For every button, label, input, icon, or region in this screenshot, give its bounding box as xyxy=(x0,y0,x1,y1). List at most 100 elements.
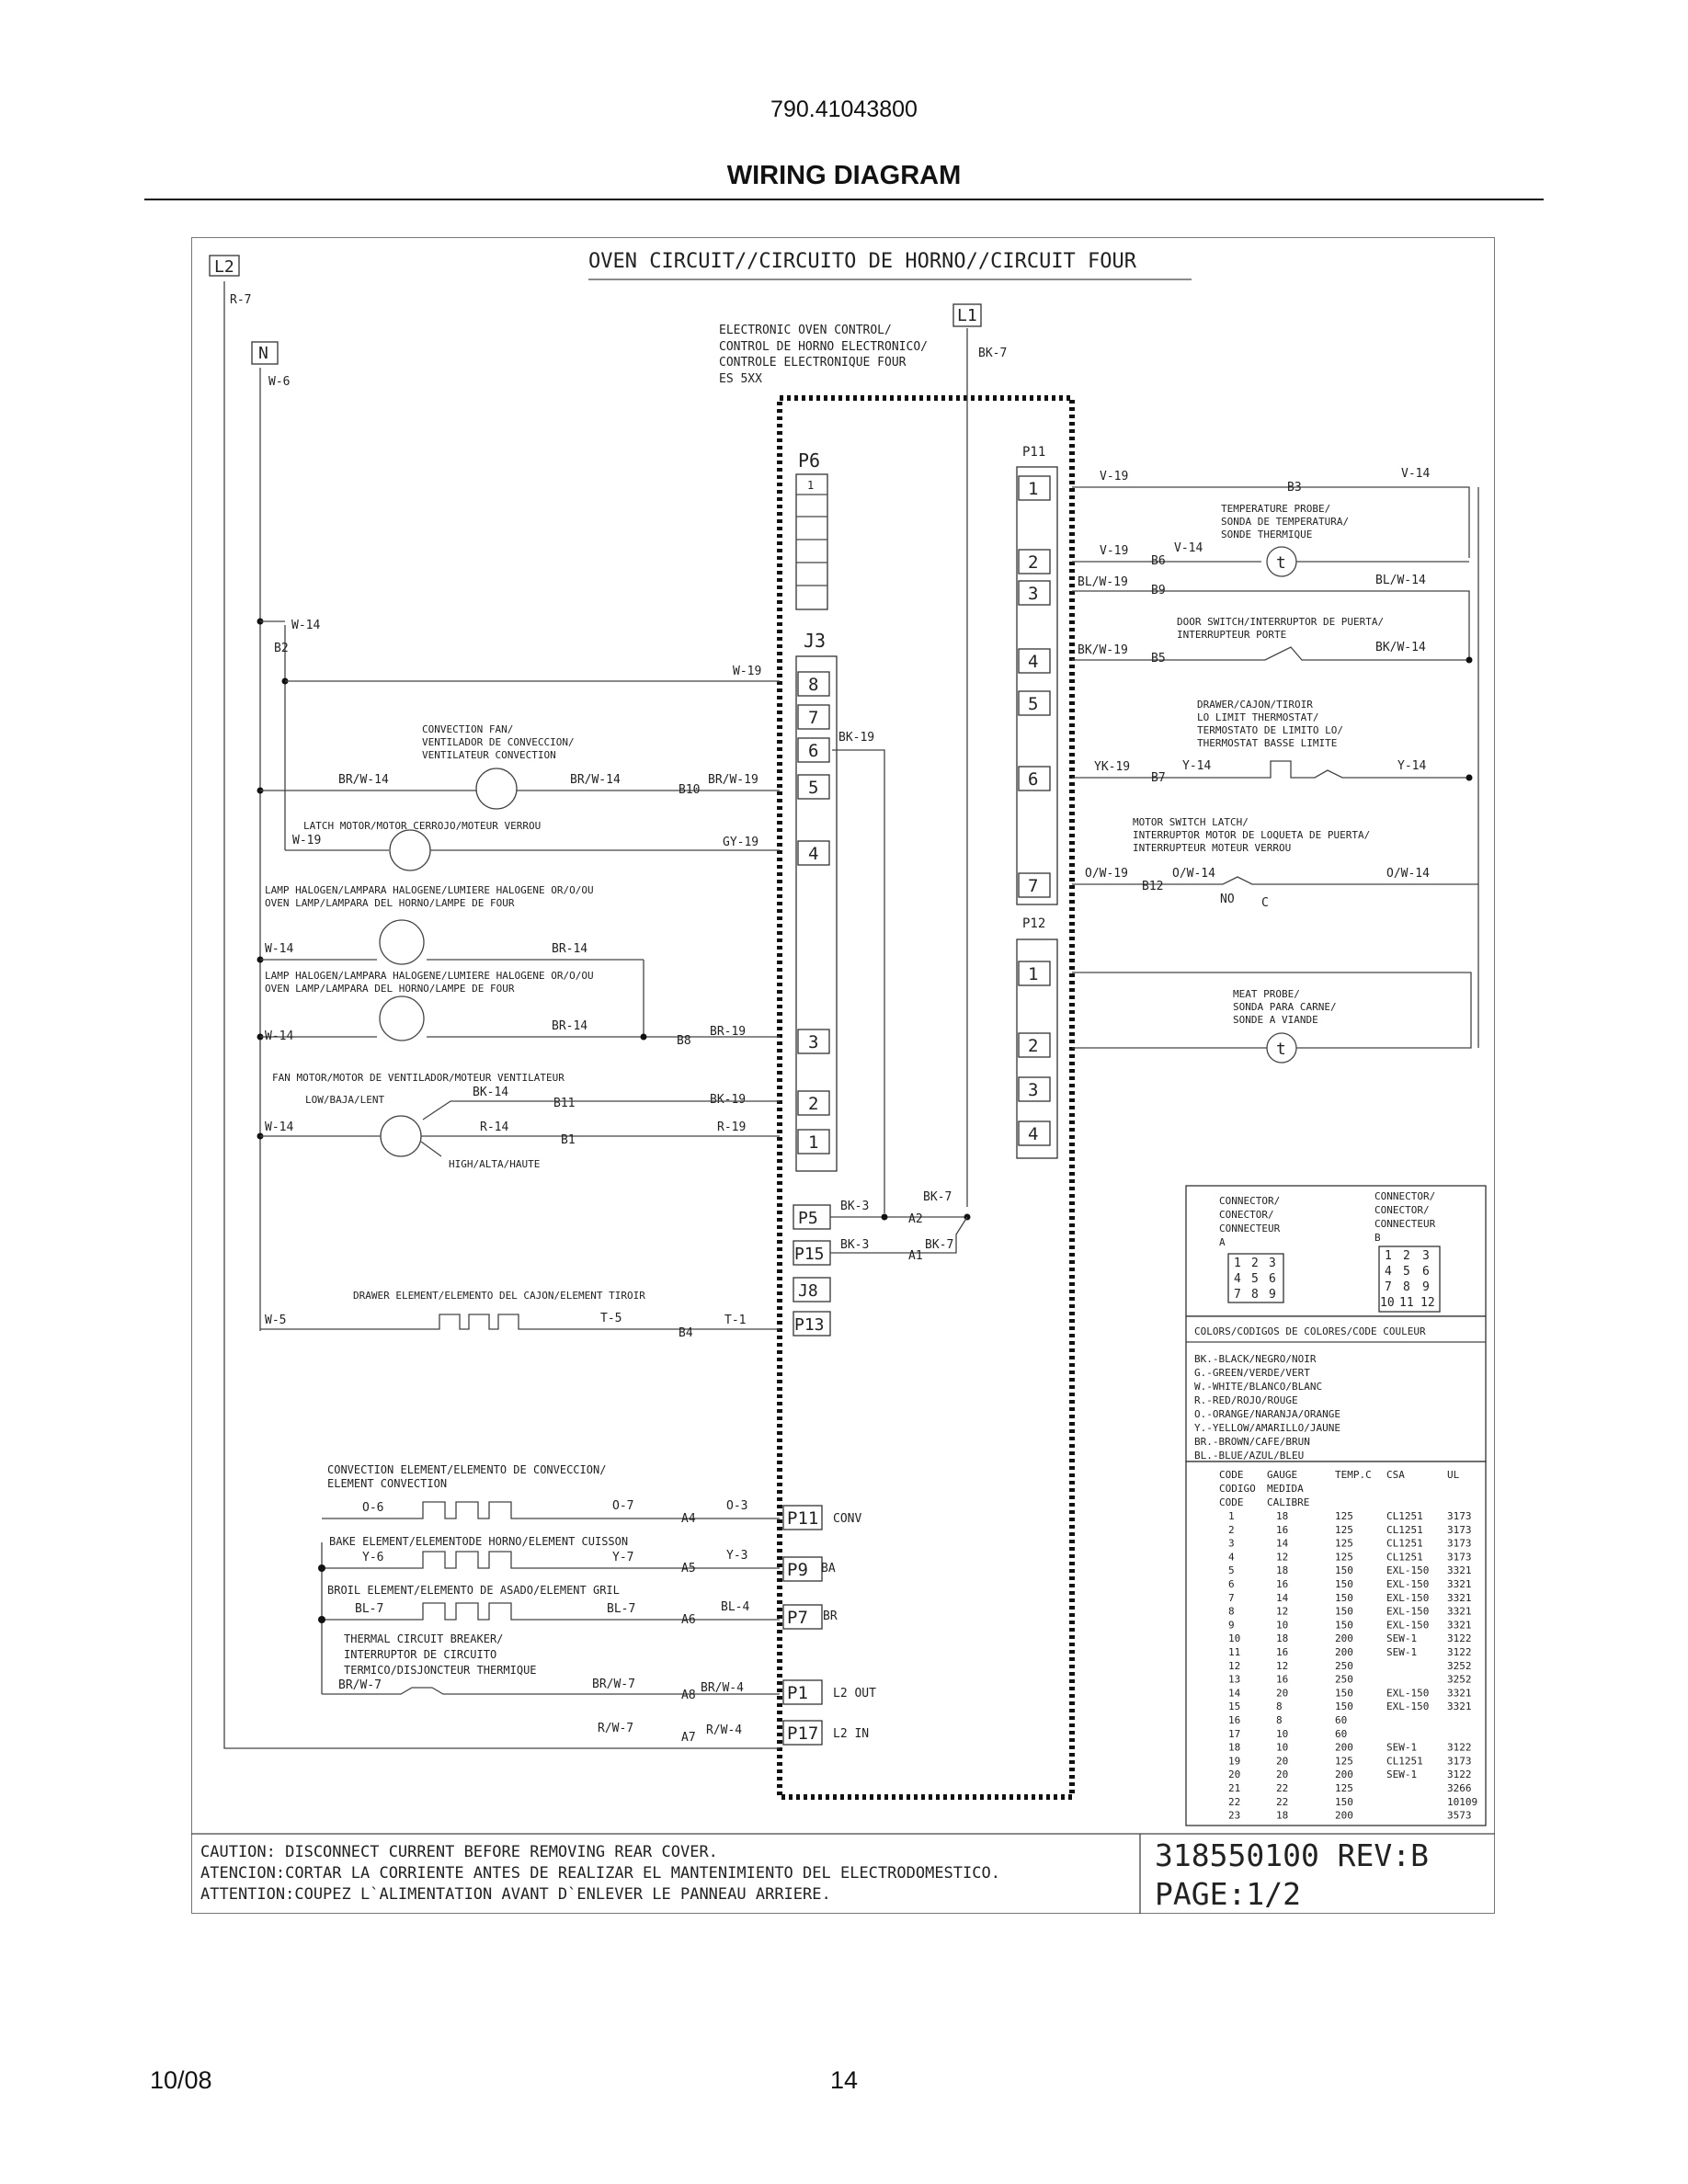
bake-element xyxy=(322,1551,780,1569)
component-label: FAN MOTOR/MOTOR DE VENTILADOR/MOTEUR VEN… xyxy=(272,1072,565,1084)
gauge-table-cell: 16 xyxy=(1276,1578,1288,1590)
wire-label: W-14 xyxy=(291,619,320,632)
gauge-table-cell: 12 xyxy=(1276,1606,1288,1618)
bottom-connector-suffix: CONV xyxy=(833,1512,861,1526)
gauge-table-cell: CL1251 xyxy=(1386,1524,1423,1536)
j3-pin: 3 xyxy=(808,1032,818,1052)
j3-label: J3 xyxy=(804,630,826,652)
gauge-table-cell: 12 xyxy=(1276,1551,1288,1563)
component-label: DOOR SWITCH/INTERRUPTOR DE PUERTA/ xyxy=(1177,616,1384,628)
gauge-table-cell: 60 xyxy=(1335,1728,1347,1740)
footer-page-number: 14 xyxy=(830,2066,859,2094)
component-label: TEMPERATURE PROBE/ xyxy=(1221,503,1330,515)
wire-label: B8 xyxy=(677,1034,691,1048)
grid-cell: 12 xyxy=(1420,1296,1435,1310)
wire-label: Y-6 xyxy=(362,1551,383,1564)
gauge-table-cell: 14 xyxy=(1228,1687,1241,1699)
grid-cell: 1 xyxy=(1234,1257,1241,1270)
gauge-table-cell: SEW-1 xyxy=(1386,1646,1417,1658)
gauge-table-header: CALIBRE xyxy=(1267,1496,1309,1508)
gauge-table-cell: 16 xyxy=(1276,1646,1288,1658)
gauge-table-cell: 7 xyxy=(1228,1592,1235,1604)
gauge-table-cell: 150 xyxy=(1335,1592,1353,1604)
gauge-table-cell: 9 xyxy=(1228,1619,1235,1631)
component-label: LOW/BAJA/LENT xyxy=(305,1094,384,1106)
gauge-table-cell: 5 xyxy=(1228,1564,1235,1576)
control-label-line: CONTROL DE HORNO ELECTRONICO/ xyxy=(719,340,928,354)
gauge-table-cell: EXL-150 xyxy=(1386,1606,1429,1618)
wire-label: BR-14 xyxy=(552,942,587,956)
wire-label: O/W-14 xyxy=(1172,867,1215,881)
gauge-table-cell: 18 xyxy=(1276,1810,1288,1822)
j3-pin: 2 xyxy=(808,1094,818,1114)
bottom-connector-label: P17 xyxy=(787,1723,818,1744)
gauge-table-cell: CL1251 xyxy=(1386,1551,1423,1563)
wire-label: BR-14 xyxy=(552,1019,587,1033)
gauge-table-cell: 3321 xyxy=(1447,1687,1472,1699)
component-label: INTERRUPTEUR MOTEUR VERROU xyxy=(1133,842,1291,854)
component-label: INTERRUPTOR DE CIRCUITO xyxy=(344,1648,496,1661)
wire-label: A8 xyxy=(681,1689,696,1702)
gauge-table-cell: 22 xyxy=(1228,1796,1240,1808)
gauge-table-cell: 125 xyxy=(1335,1524,1353,1536)
terminal-l2: L2 xyxy=(214,257,234,277)
control-label-line: CONTROLE ELECTRONIQUE FOUR xyxy=(719,356,907,370)
gauge-table-cell: 13 xyxy=(1228,1674,1240,1686)
wire-label: BK/W-14 xyxy=(1375,641,1426,654)
gauge-table-cell: 150 xyxy=(1335,1687,1353,1699)
gauge-table-header: CODIGO xyxy=(1219,1483,1256,1495)
wire-label: R-7 xyxy=(230,293,251,307)
thermal-breaker xyxy=(322,1687,780,1695)
gauge-table-cell: 8 xyxy=(1228,1606,1235,1618)
terminal-n: N xyxy=(258,344,268,363)
gauge-table-cell: 10109 xyxy=(1447,1796,1477,1808)
wire-label: Y-14 xyxy=(1182,759,1211,773)
gauge-table-cell: SEW-1 xyxy=(1386,1769,1417,1780)
connector-b-label: CONNECTOR/ xyxy=(1374,1190,1435,1202)
gauge-table-cell: 20 xyxy=(1276,1769,1288,1780)
gauge-table-cell: EXL-150 xyxy=(1386,1578,1429,1590)
broil-element xyxy=(322,1602,780,1621)
meat-probe-wire xyxy=(1072,972,1472,1049)
color-code-item: Y.-YELLOW/AMARILLO/JAUNE xyxy=(1194,1422,1340,1434)
grid-cell: 6 xyxy=(1422,1265,1430,1279)
wire-label: O/W-14 xyxy=(1386,867,1430,881)
grid-cell: 2 xyxy=(1403,1249,1410,1263)
gauge-table-header: CODE xyxy=(1219,1496,1244,1508)
connector-a-label: A xyxy=(1219,1236,1226,1248)
wire-label: C xyxy=(1261,896,1269,910)
gauge-table-cell: 3173 xyxy=(1447,1755,1472,1767)
wire-label: YK-19 xyxy=(1094,760,1130,774)
p11-pin: 1 xyxy=(1028,479,1038,499)
p6-connector xyxy=(795,473,828,610)
j3-pin: 1 xyxy=(808,1132,818,1153)
connector-b-label: CONECTOR/ xyxy=(1374,1204,1430,1216)
component-label: OVEN LAMP/LAMPARA DEL HORNO/LAMPE DE FOU… xyxy=(265,897,515,909)
grid-cell: 7 xyxy=(1385,1280,1392,1294)
gauge-table-cell: 3173 xyxy=(1447,1538,1472,1550)
component-label: HIGH/ALTA/HAUTE xyxy=(449,1158,540,1170)
j3-pin: 8 xyxy=(808,675,818,695)
control-label-line: ELECTRONIC OVEN CONTROL/ xyxy=(719,324,892,337)
wire-label: W-14 xyxy=(265,1029,293,1043)
bk19-wire xyxy=(832,749,885,1213)
wire-label: R-19 xyxy=(717,1120,746,1134)
drawer-thermostat xyxy=(1072,760,1469,779)
wire-label: W-19 xyxy=(733,665,761,678)
wire-label: A4 xyxy=(681,1512,696,1526)
wire-label: BR/W-19 xyxy=(708,773,758,787)
component-label: SONDE THERMIQUE xyxy=(1221,529,1312,540)
control-label-line: ES 5XX xyxy=(719,372,762,386)
p6-label: P6 xyxy=(798,449,820,472)
component-label: OVEN LAMP/LAMPARA DEL HORNO/LAMPE DE FOU… xyxy=(265,983,515,995)
wire-label: O-6 xyxy=(362,1501,383,1515)
gauge-table-header: UL xyxy=(1447,1469,1460,1481)
wire-label: BK-3 xyxy=(840,1200,869,1213)
gauge-table-cell: 150 xyxy=(1335,1578,1353,1590)
component-label: MOTOR SWITCH LATCH/ xyxy=(1133,816,1249,828)
component-label: VENTILADOR DE CONVECCION/ xyxy=(422,736,575,748)
p13-label: P13 xyxy=(794,1315,825,1335)
wire-label: GY-19 xyxy=(723,836,758,849)
wire-label: NO xyxy=(1220,893,1235,906)
terminal-l1: L1 xyxy=(957,306,977,325)
